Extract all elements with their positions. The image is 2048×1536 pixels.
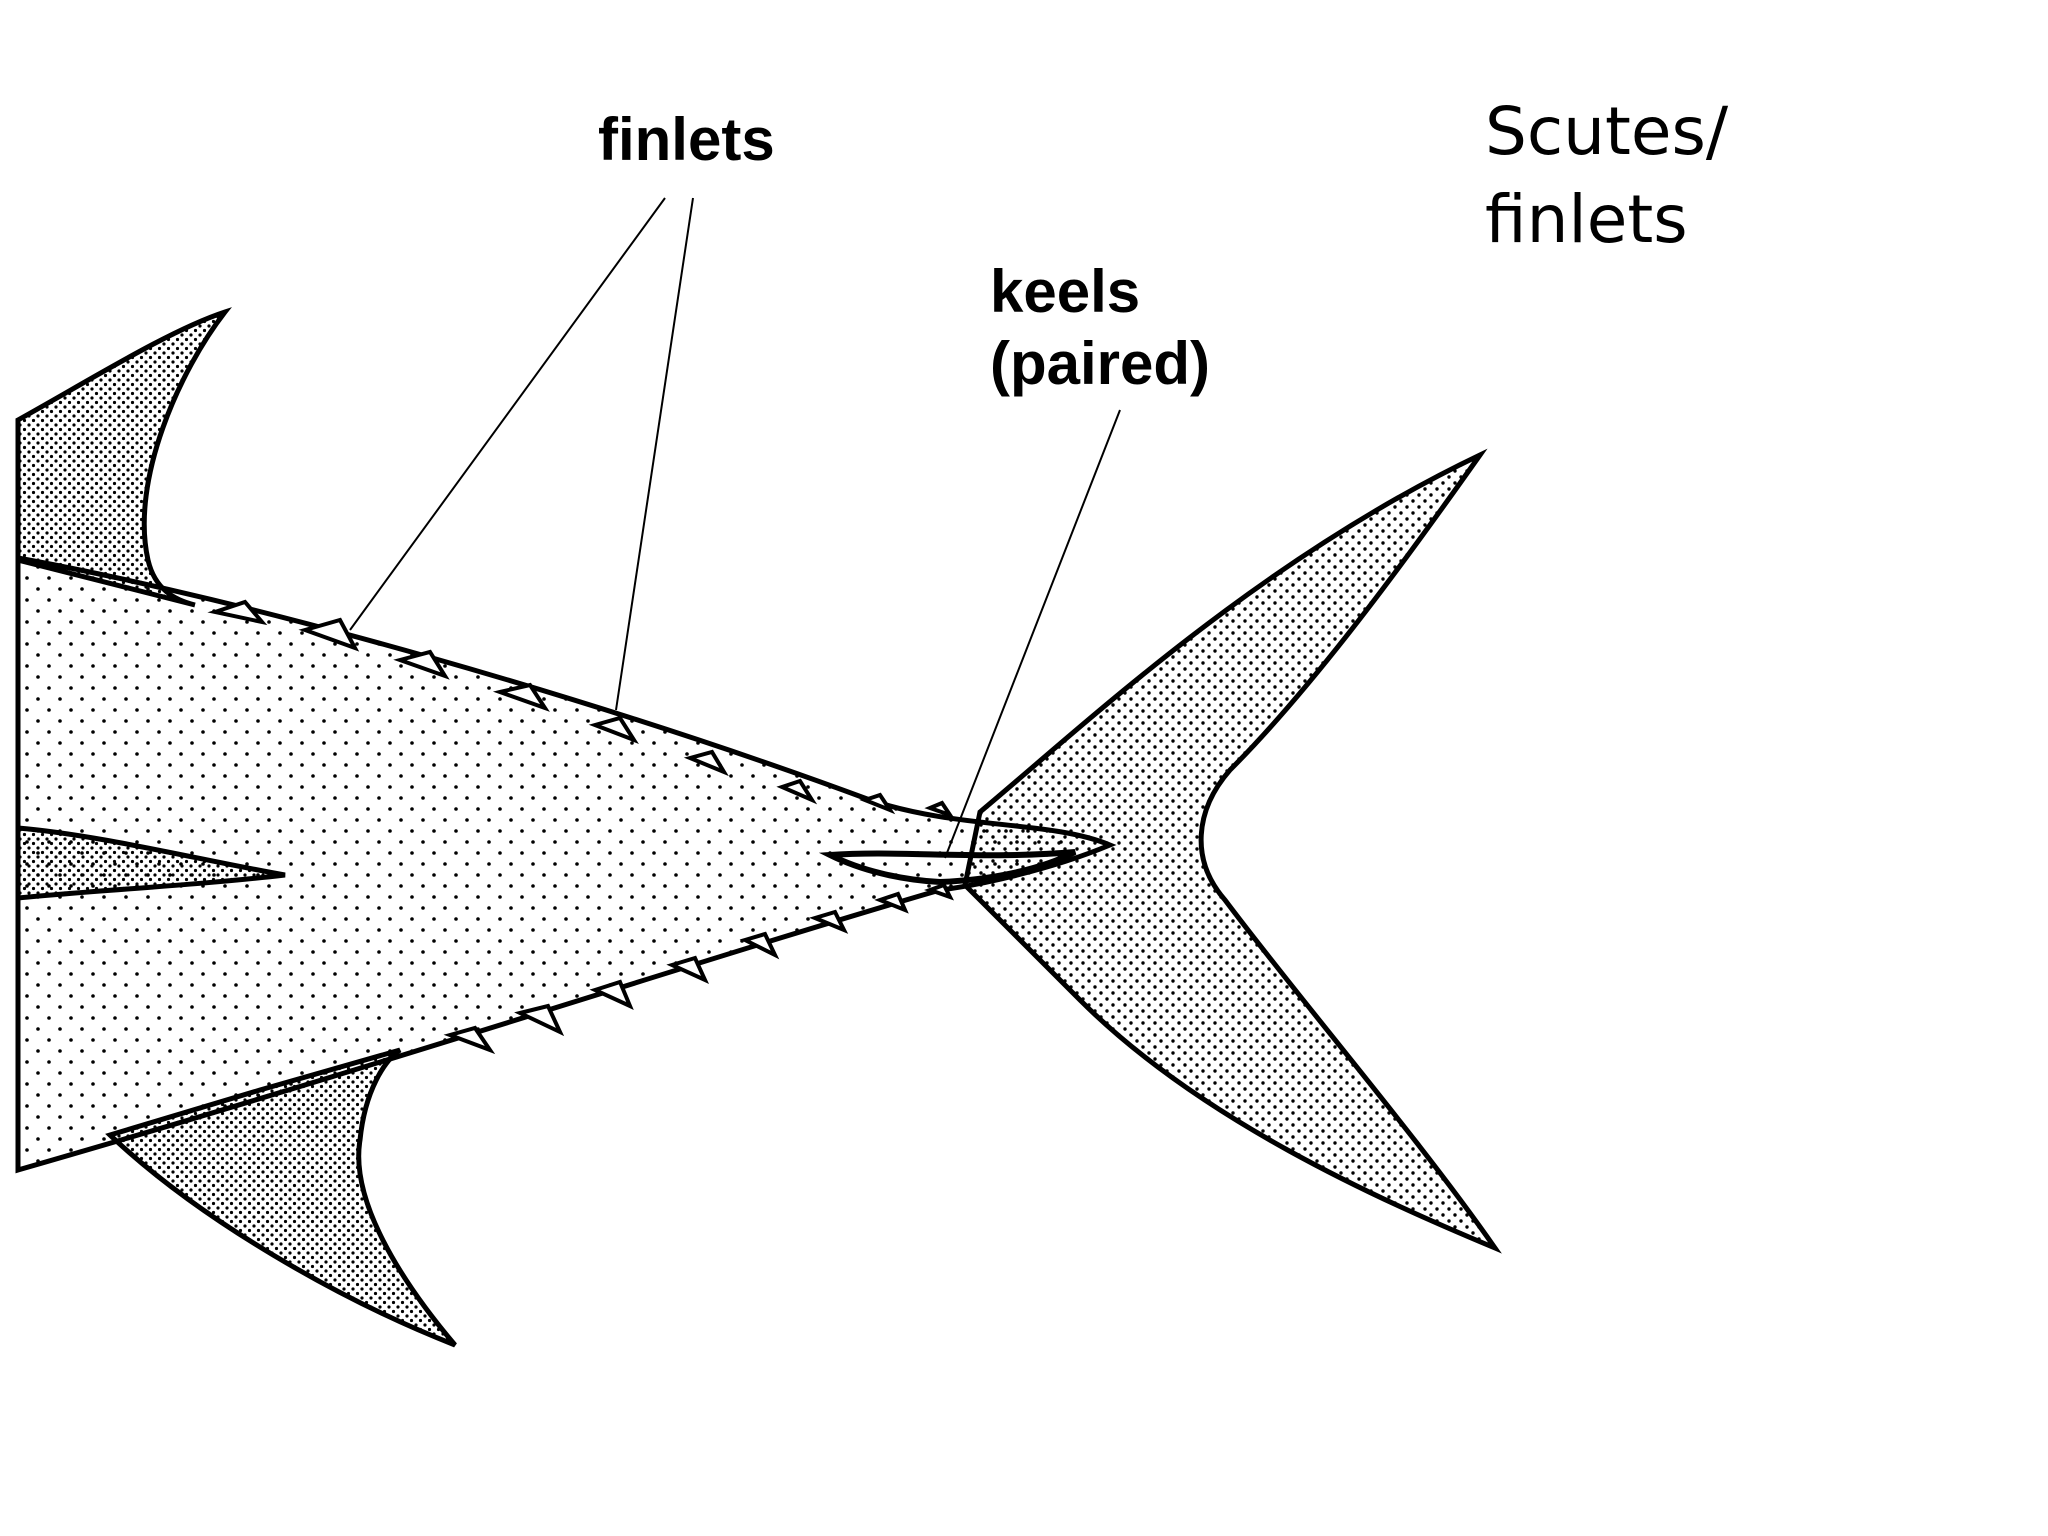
dorsal-fin bbox=[15, 307, 232, 608]
upper-finlets bbox=[207, 599, 955, 819]
scutes-heading-line2: finlets bbox=[1485, 181, 1688, 258]
keels-paired-label: (paired) bbox=[990, 330, 1211, 397]
leader-lines bbox=[349, 197, 1121, 859]
pectoral-fin bbox=[17, 825, 286, 901]
fish-body bbox=[15, 555, 1117, 1174]
keel bbox=[818, 849, 1077, 886]
anal-fin bbox=[105, 1047, 457, 1348]
lower-finlets bbox=[443, 882, 954, 1055]
finlets-label: finlets bbox=[598, 106, 775, 173]
scutes-heading-line1: Scutes/ bbox=[1485, 93, 1729, 170]
keels-label: keels bbox=[990, 258, 1141, 325]
